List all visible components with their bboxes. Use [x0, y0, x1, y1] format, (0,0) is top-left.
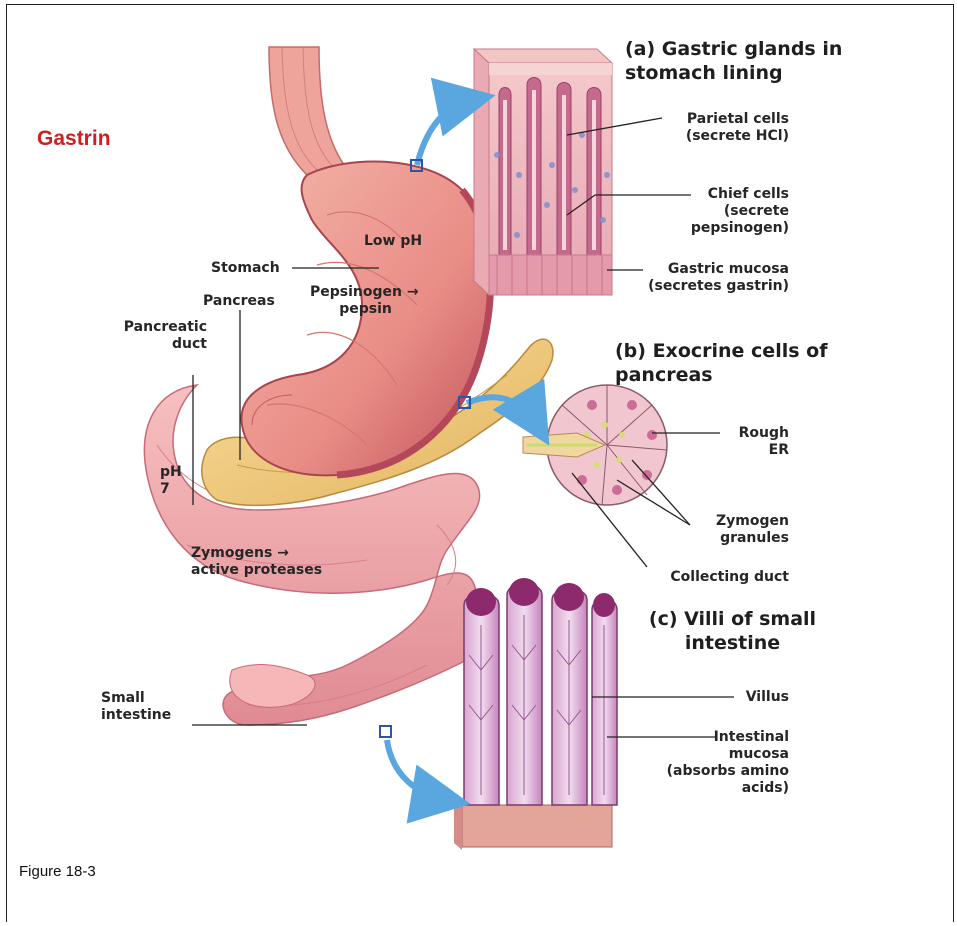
label-small-intestine: Small intestine: [101, 690, 171, 724]
villi-tissue: [454, 578, 617, 850]
label-chief-cells: Chief cells (secrete pepsinogen): [671, 186, 789, 237]
label-ph-7: pH 7: [160, 464, 182, 498]
esophagus: [269, 47, 352, 175]
panel-a-heading: (a) Gastric glands in stomach lining: [625, 37, 842, 85]
pancreatic-acinus: [523, 385, 667, 505]
panel-c-heading: (c) Villi of small intestine: [625, 607, 840, 655]
label-pepsinogen: Pepsinogen → pepsin: [310, 284, 419, 318]
label-zymogens: Zymogens → active proteases: [191, 545, 322, 579]
label-parietal-cells: Parietal cells (secrete HCl): [667, 111, 789, 145]
figure-caption: Figure 18-3: [19, 863, 96, 880]
label-rough-er: Rough ER: [697, 425, 789, 459]
gastric-gland-tissue: [474, 49, 612, 295]
figure-title: Gastrin: [37, 127, 111, 151]
label-pancreatic-duct: Pancreatic duct: [89, 319, 207, 353]
label-pancreas: Pancreas: [203, 293, 275, 310]
label-collecting-duct: Collecting duct: [619, 569, 789, 586]
anatomy-illustration: [7, 5, 954, 922]
label-zymogen-granules: Zymogen granules: [675, 513, 789, 547]
label-intestinal-mucosa: Intestinal mucosa (absorbs amino acids): [619, 729, 789, 797]
panel-b-heading: (b) Exocrine cells of pancreas: [615, 339, 827, 387]
label-villus: Villus: [697, 689, 789, 706]
label-stomach: Stomach: [211, 260, 280, 277]
label-gastric-mucosa: Gastric mucosa (secretes gastrin): [647, 261, 789, 295]
figure-frame: Gastrin Figure 18-3 (a) Gastric glands i…: [6, 4, 954, 922]
label-low-ph: Low pH: [364, 233, 422, 250]
